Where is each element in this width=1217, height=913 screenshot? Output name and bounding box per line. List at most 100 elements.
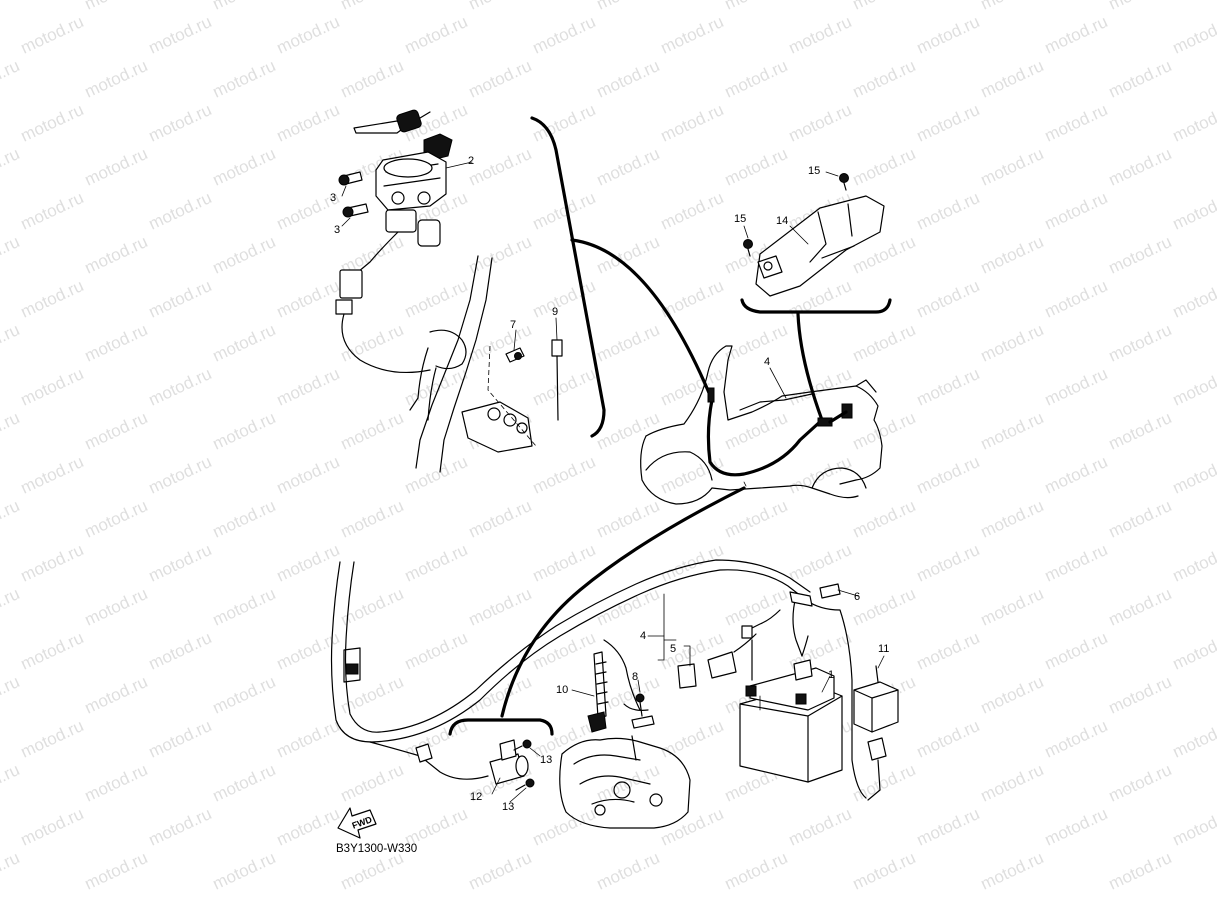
watermark-text: motod.ru — [146, 452, 215, 498]
watermark-text: motod.ru — [658, 540, 727, 586]
watermark-text: motod.ru — [850, 0, 919, 14]
watermark-text: motod.ru — [1042, 364, 1111, 410]
watermark-text: motod.ru — [210, 408, 279, 454]
watermark-text: motod.ru — [210, 672, 279, 718]
watermark-text: motod.ru — [914, 364, 983, 410]
watermark-text: motod.ru — [402, 540, 471, 586]
watermark-text: motod.ru — [1106, 584, 1175, 630]
watermark-text: motod.ru — [1042, 628, 1111, 674]
scooter-silhouette — [640, 345, 883, 505]
watermark-text: motod.ru — [914, 452, 983, 498]
watermark-text: motod.ru — [978, 232, 1047, 278]
watermark-text: motod.ru — [210, 760, 279, 806]
watermark-text: motod.ru — [1170, 540, 1217, 586]
callout-13b: 13 — [502, 801, 514, 813]
watermark-text: motod.ru — [0, 848, 22, 894]
watermark-text: motod.ru — [850, 496, 919, 542]
watermark-text: motod.ru — [786, 364, 855, 410]
watermark-text: motod.ru — [402, 276, 471, 322]
watermark-text: motod.ru — [722, 848, 791, 894]
watermark-text: motod.ru — [1170, 276, 1217, 322]
watermark-text: motod.ru — [914, 12, 983, 58]
relay — [853, 665, 899, 801]
watermark-text: motod.ru — [466, 584, 535, 630]
watermark-text: motod.ru — [1106, 232, 1175, 278]
callout-7: 7 — [510, 319, 516, 331]
callout-13a: 13 — [540, 754, 552, 766]
watermark-text: motod.ru — [530, 364, 599, 410]
watermark-text: motod.ru — [978, 56, 1047, 102]
watermark-text: motod.ru — [722, 408, 791, 454]
watermark-text: motod.ru — [1042, 12, 1111, 58]
watermark-text: motod.ru — [338, 0, 407, 14]
watermark-text: motod.ru — [274, 804, 343, 850]
watermark-text: motod.ru — [18, 540, 87, 586]
leader-scooter-to-battery — [500, 486, 746, 718]
battery — [739, 635, 843, 783]
watermark-text: motod.ru — [146, 716, 215, 762]
watermark-text: motod.ru — [1170, 716, 1217, 762]
watermark-text: motod.ru — [338, 56, 407, 102]
watermark-text: motod.ru — [978, 848, 1047, 894]
watermark-text: motod.ru — [1170, 452, 1217, 498]
watermark-text: motod.ru — [82, 408, 151, 454]
callout-6: 6 — [854, 591, 860, 603]
watermark-text: motod.ru — [274, 716, 343, 762]
watermark-text: motod.ru — [466, 56, 535, 102]
watermark-text: motod.ru — [338, 496, 407, 542]
watermark-text: motod.ru — [722, 0, 791, 14]
watermark-text: motod.ru — [274, 12, 343, 58]
watermark-text: motod.ru — [1042, 188, 1111, 234]
watermark-text: motod.ru — [338, 408, 407, 454]
callout-3b: 3 — [334, 224, 340, 236]
watermark-text: motod.ru — [914, 188, 983, 234]
watermark-text: motod.ru — [1042, 804, 1111, 850]
watermark-text: motod.ru — [18, 100, 87, 146]
watermark-text: motod.ru — [0, 320, 22, 366]
watermark-text: motod.ru — [658, 364, 727, 410]
watermark-text: motod.ru — [914, 100, 983, 146]
watermark-text: motod.ru — [82, 56, 151, 102]
watermark-text: motod.ru — [530, 12, 599, 58]
watermark-text: motod.ru — [1106, 320, 1175, 366]
watermark-text: motod.ru — [466, 672, 535, 718]
watermark-text: motod.ru — [658, 804, 727, 850]
watermark-text: motod.ru — [594, 496, 663, 542]
watermark-text: motod.ru — [402, 628, 471, 674]
watermark-text: motod.ru — [18, 364, 87, 410]
callout-leaders — [341, 161, 885, 803]
watermark-text: motod.ru — [0, 144, 22, 190]
watermark-text: motod.ru — [722, 144, 791, 190]
watermark-text: motod.ru — [786, 540, 855, 586]
watermark-text: motod.ru — [1106, 56, 1175, 102]
watermark-text: motod.ru — [1170, 628, 1217, 674]
watermark-text: motod.ru — [1170, 804, 1217, 850]
watermark-text: motod.ru — [658, 452, 727, 498]
watermark-text: motod.ru — [210, 848, 279, 894]
watermark-text: motod.ru — [82, 0, 151, 14]
main-harness — [330, 559, 867, 799]
watermark-text: motod.ru — [978, 760, 1047, 806]
watermark-text: motod.ru — [1042, 100, 1111, 146]
watermark-text: motod.ru — [1042, 276, 1111, 322]
watermark-text: motod.ru — [0, 0, 22, 14]
watermark-text: motod.ru — [530, 276, 599, 322]
watermark-text: motod.ru — [466, 848, 535, 894]
watermark-text: motod.ru — [1106, 408, 1175, 454]
watermark-text: motod.ru — [978, 144, 1047, 190]
relay-bracket-assembly — [743, 171, 885, 297]
watermark-text: motod.ru — [722, 56, 791, 102]
watermark-text: motod.ru — [18, 628, 87, 674]
watermark-text: motod.ru — [914, 804, 983, 850]
callout-labels: 1 2 3 3 4 4 5 6 7 8 9 10 11 12 13 13 14 … — [330, 155, 889, 813]
watermark-text: motod.ru — [82, 760, 151, 806]
callout-1: 1 — [828, 669, 834, 681]
callout-2: 2 — [468, 155, 474, 167]
watermark-text: motod.ru — [146, 804, 215, 850]
watermark-text: motod.ru — [594, 56, 663, 102]
watermark-text: motod.ru — [466, 496, 535, 542]
callout-12: 12 — [470, 791, 482, 803]
watermark-text: motod.ru — [1170, 364, 1217, 410]
